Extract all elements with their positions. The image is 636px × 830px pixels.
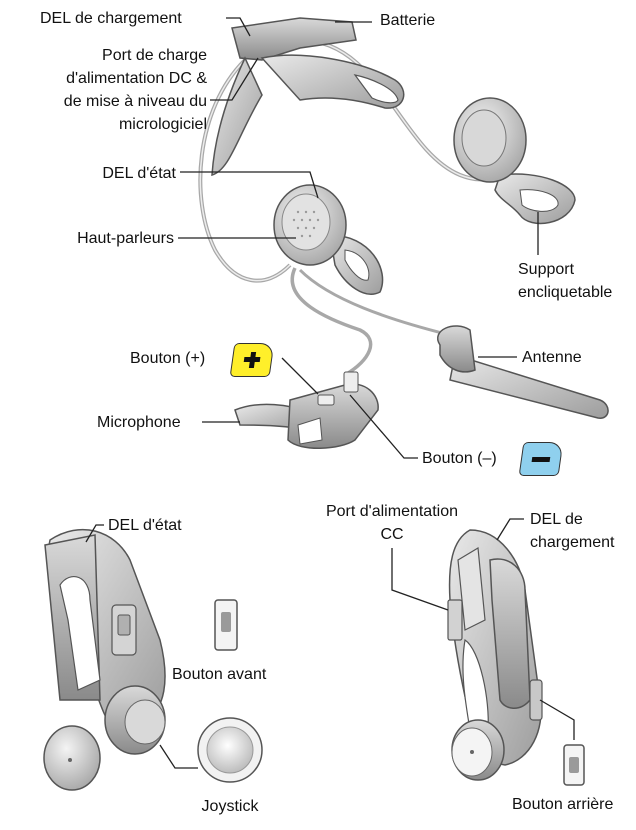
rear-button-illustration xyxy=(564,745,584,785)
joystick-illustration xyxy=(198,718,262,782)
label-port-charge-1: Port de charge xyxy=(30,46,207,65)
label-status-led-top: DEL d'état xyxy=(60,164,176,183)
label-port-cc-2: CC xyxy=(300,525,484,544)
front-unit xyxy=(44,530,165,790)
label-button-plus: Bouton (+) xyxy=(130,349,205,368)
front-button-illustration xyxy=(215,600,237,650)
label-charging-led-top: DEL de chargement xyxy=(40,9,182,28)
headset-assembly xyxy=(200,18,608,448)
battery-unit xyxy=(232,18,356,60)
label-microphone: Microphone xyxy=(97,413,181,432)
label-joystick: Joystick xyxy=(180,797,280,816)
rear-unit xyxy=(448,530,542,780)
label-button-minus: Bouton (–) xyxy=(422,449,497,468)
label-rear-button: Bouton arrière xyxy=(512,795,613,814)
label-battery: Batterie xyxy=(380,11,435,30)
label-clip-mount-2: encliquetable xyxy=(518,283,612,302)
label-front-button: Bouton avant xyxy=(172,665,266,684)
label-port-cc-1: Port d'alimentation xyxy=(300,502,484,521)
label-port-charge-3: de mise à niveau du xyxy=(30,92,207,111)
front-unit-dial xyxy=(44,726,100,790)
label-port-charge-4: micrologiciel xyxy=(30,115,207,134)
label-antenna: Antenne xyxy=(522,348,582,367)
label-port-charge-2: d'alimentation DC & xyxy=(30,69,207,88)
label-charging-led-bottom-1: DEL de xyxy=(530,510,583,529)
plus-icon xyxy=(230,343,275,377)
label-charging-led-bottom-2: chargement xyxy=(530,533,615,552)
label-clip-mount-1: Support xyxy=(518,260,574,279)
label-status-led-bottom: DEL d'état xyxy=(108,516,182,535)
label-speakers: Haut-parleurs xyxy=(40,229,174,248)
minus-icon xyxy=(519,442,564,476)
